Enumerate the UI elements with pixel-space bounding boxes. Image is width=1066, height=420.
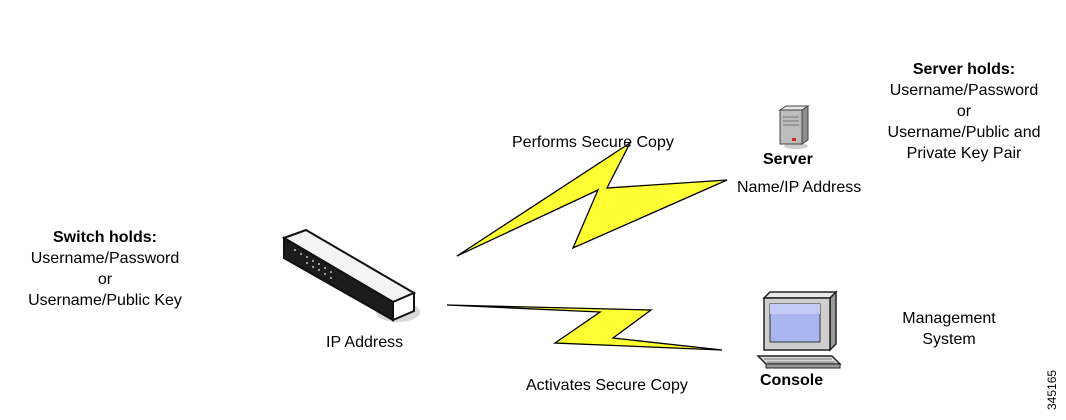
switch-holds-line3: Username/Public Key (28, 292, 182, 309)
server-holds-line1: Username/Password (889, 82, 1039, 99)
switch-holds-line1: Username/Password (30, 250, 180, 267)
server-holds-line3: Username/Public and (887, 124, 1041, 141)
console-icon (756, 290, 842, 369)
switch-holds-note: Switch holds: Username/Password or Usern… (0, 227, 210, 311)
switch-ip-label: IP Address (326, 334, 404, 351)
server-holds-line4: Private Key Pair (906, 145, 1022, 162)
lightning-bolt-top (456, 141, 728, 257)
bottom-link-label: Activates Secure Copy (526, 377, 688, 394)
console-title: Console (760, 372, 824, 389)
server-icon (778, 105, 810, 149)
management-system-label: Management System (879, 308, 1019, 350)
server-title: Server (763, 151, 813, 168)
management-line2: System (922, 331, 976, 348)
figure-id: 345165 (1045, 369, 1059, 410)
management-line1: Management (902, 310, 996, 327)
switch-holds-line2: or (97, 271, 113, 288)
lightning-bolt-bottom (446, 304, 723, 351)
server-address-label: Name/IP Address (737, 179, 862, 196)
server-holds-line2: or (956, 103, 972, 120)
switch-icon (281, 228, 420, 322)
server-holds-title: Server holds: (912, 61, 1016, 78)
top-link-label: Performs Secure Copy (512, 134, 674, 151)
server-holds-note: Server holds: Username/Password or Usern… (864, 59, 1064, 164)
switch-holds-title: Switch holds: (53, 229, 157, 246)
